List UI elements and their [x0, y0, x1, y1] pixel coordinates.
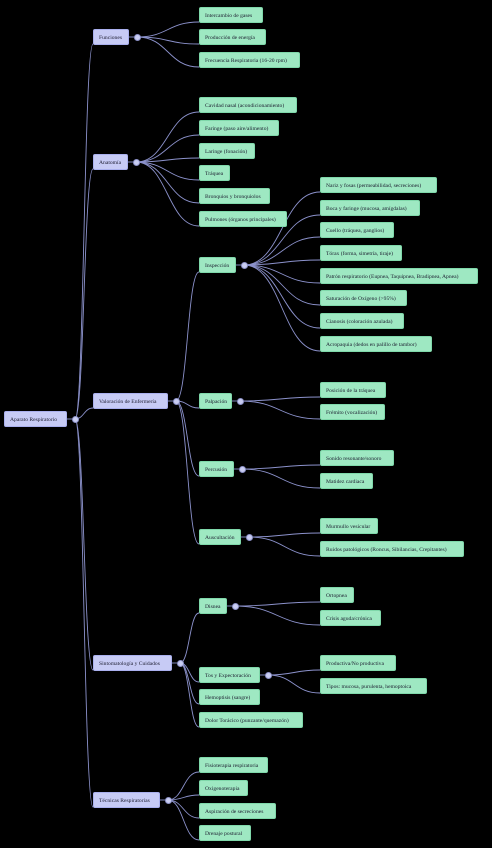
- connector-line: [243, 259, 321, 266]
- connector-line: [136, 36, 200, 45]
- connector-line: [74, 418, 94, 671]
- connector-line: [243, 264, 321, 352]
- connector-line: [243, 236, 321, 266]
- connector-line: [248, 536, 321, 557]
- leaf-fisioterapia[interactable]: Fisioterapia respiratoria: [199, 757, 268, 773]
- leaf-oxigenoterapia[interactable]: Oxigenoterapia: [199, 780, 248, 796]
- connector-line: [175, 271, 200, 402]
- leaf-traquea[interactable]: Tráquea: [199, 165, 230, 181]
- node-tos-expectoracion[interactable]: Tos y Expectoración: [199, 667, 260, 683]
- connector-line: [175, 400, 200, 545]
- connector-line: [136, 36, 200, 68]
- node-disnea[interactable]: Disnea: [199, 598, 227, 614]
- collapse-toggle-icon[interactable]: [236, 397, 244, 405]
- root-node[interactable]: Aparato Respiratorio: [4, 411, 67, 427]
- connector-line: [135, 161, 200, 181]
- leaf-produccion-energia[interactable]: Producción de energía: [199, 29, 266, 45]
- node-inspeccion[interactable]: Inspección: [199, 257, 236, 273]
- leaf-hemoptisis[interactable]: Hemoptisis (sangre): [199, 689, 260, 705]
- connector-line: [267, 674, 321, 694]
- collapse-toggle-icon[interactable]: [231, 602, 239, 610]
- leaf-torax[interactable]: Tórax (forma, simetría, tiraje): [320, 245, 402, 261]
- leaf-tipos-tos[interactable]: Tipos: mucosa, purulenta, hemoptoica: [320, 678, 427, 694]
- leaf-aspiracion[interactable]: Aspiración de secreciones: [199, 803, 276, 819]
- collapse-toggle-icon[interactable]: [133, 33, 141, 41]
- connector-line: [243, 264, 321, 284]
- collapse-toggle-icon[interactable]: [238, 465, 246, 473]
- connector-line: [243, 214, 321, 266]
- collapse-toggle-icon[interactable]: [132, 158, 140, 166]
- leaf-fremito[interactable]: Frémito (vocalización): [320, 404, 385, 420]
- connector-line: [167, 799, 200, 819]
- branch-valoracion[interactable]: Valoración de Enfermería: [93, 393, 168, 409]
- leaf-ruidos-patologicos[interactable]: Ruidos patológicos (Roncus, Sibilancias,…: [320, 541, 464, 557]
- connector-line: [167, 799, 200, 841]
- connector-line: [135, 134, 200, 163]
- leaf-boca-faringe[interactable]: Boca y faringe (mucosa, amígdalas): [320, 200, 420, 216]
- connector-line: [135, 161, 200, 227]
- branch-tecnicas[interactable]: Técnicas Respiratorias: [93, 792, 160, 808]
- connector-line: [243, 264, 321, 306]
- connector-line: [234, 601, 321, 607]
- leaf-posicion-traquea[interactable]: Posición de la tráquea: [320, 382, 386, 398]
- collapse-toggle-icon[interactable]: [264, 671, 272, 679]
- collapse-toggle-icon[interactable]: [164, 796, 172, 804]
- leaf-dolor-toracico[interactable]: Dolor Torácico (punzante/quemazón): [199, 712, 303, 728]
- collapse-toggle-icon[interactable]: [172, 397, 180, 405]
- connector-line: [136, 21, 200, 38]
- leaf-laringe[interactable]: Laringe (fonación): [199, 143, 255, 159]
- connector-line: [135, 157, 200, 163]
- connector-line: [74, 418, 94, 808]
- connector-line: [239, 396, 321, 402]
- leaf-matidez-cardiaca[interactable]: Matidez cardiaca: [320, 473, 373, 489]
- connector-line: [74, 168, 94, 420]
- connector-line: [135, 161, 200, 204]
- node-auscultacion[interactable]: Auscultación: [199, 529, 241, 545]
- connector-line: [74, 43, 94, 420]
- leaf-ortopnea[interactable]: Ortopnea: [320, 587, 354, 603]
- connector-line: [175, 400, 200, 477]
- connector-line: [243, 264, 321, 329]
- node-palpacion[interactable]: Palpación: [199, 393, 232, 409]
- leaf-cuello[interactable]: Cuello (tráquea, ganglios): [320, 222, 394, 238]
- connector-line: [239, 400, 321, 420]
- connector-line: [234, 605, 321, 626]
- leaf-faringe[interactable]: Faringe (paso aire/alimento): [199, 120, 279, 136]
- collapse-toggle-icon[interactable]: [176, 659, 184, 667]
- leaf-frecuencia-respiratoria[interactable]: Frecuencia Respiratoria (16-20 rpm): [199, 52, 300, 68]
- connector-line: [241, 468, 321, 489]
- connector-line: [167, 771, 200, 801]
- leaf-saturacion-oxigeno[interactable]: Saturación de Oxígeno (>95%): [320, 290, 407, 306]
- collapse-toggle-icon[interactable]: [71, 415, 79, 423]
- branch-anatomia[interactable]: Anatomía: [93, 154, 128, 170]
- leaf-bronquios[interactable]: Bronquios y bronquiolos: [199, 188, 270, 204]
- branch-funciones[interactable]: Funciones: [93, 29, 129, 45]
- collapse-toggle-icon[interactable]: [240, 261, 248, 269]
- branch-sintomatologia[interactable]: Sintomatología y Cuidados: [93, 655, 172, 671]
- connector-line: [241, 464, 321, 470]
- connector-line: [248, 532, 321, 538]
- leaf-nariz-fosas[interactable]: Nariz y fosas (permeabilidad, secrecione…: [320, 177, 437, 193]
- connector-line: [135, 111, 200, 163]
- leaf-acropaquia[interactable]: Acropaquia (dedos en palillo de tambor): [320, 336, 432, 352]
- leaf-cavidad-nasal[interactable]: Cavidad nasal (acondicionamiento): [199, 97, 297, 113]
- leaf-pulmones[interactable]: Pulmones (órganos principales): [199, 211, 287, 227]
- leaf-patron-respiratorio[interactable]: Patrón respiratorio (Eupnea, Taquipnea, …: [320, 268, 478, 284]
- node-percusion[interactable]: Percusión: [199, 461, 234, 477]
- leaf-murmullo-vesicular[interactable]: Murmullo vesicular: [320, 518, 378, 534]
- leaf-cianosis[interactable]: Cianosis (coloración azulada): [320, 313, 404, 329]
- leaf-productiva[interactable]: Productiva/No productiva: [320, 655, 396, 671]
- connector-line: [267, 669, 321, 676]
- connector-line: [179, 612, 200, 664]
- leaf-crisis-aguda[interactable]: Crisis aguda/crónica: [320, 610, 381, 626]
- leaf-sonido-resonante[interactable]: Sonido resonante/sonoro: [320, 450, 394, 466]
- connector-line: [243, 191, 321, 266]
- collapse-toggle-icon[interactable]: [245, 533, 253, 541]
- leaf-intercambio-gases[interactable]: Intercambio de gases: [199, 7, 263, 23]
- leaf-drenaje-postural[interactable]: Drenaje postural: [199, 825, 251, 841]
